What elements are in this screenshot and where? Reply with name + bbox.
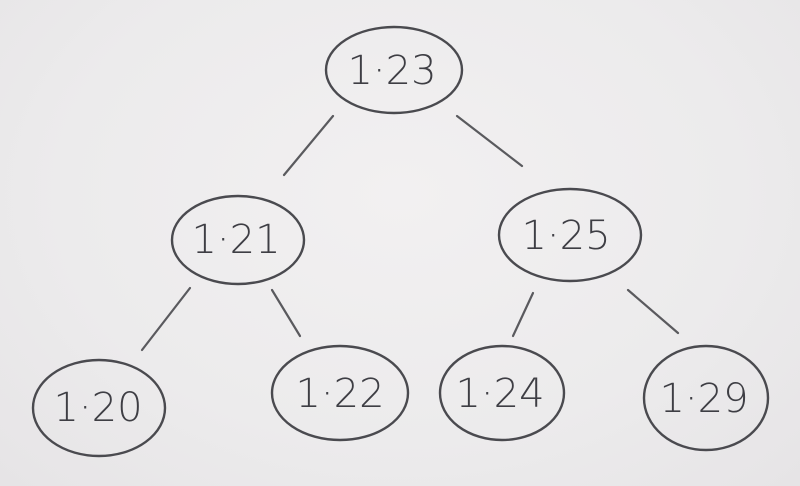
edge-right-right-left xyxy=(511,291,535,338)
tree-node-right-right: 1·29 xyxy=(642,344,770,452)
tree-node-left-left: 1·20 xyxy=(31,358,167,458)
node-label-right: 1·25 xyxy=(521,213,610,259)
edge-root-right xyxy=(455,114,524,168)
node-label-left-right: 1·22 xyxy=(295,371,384,417)
tree-node-root: 1·23 xyxy=(324,25,464,115)
node-ellipse xyxy=(324,25,464,115)
node-ellipse xyxy=(31,358,167,458)
node-label-right-left: 1·24 xyxy=(455,371,544,417)
edges xyxy=(140,114,680,352)
node-label-right-right: 1·29 xyxy=(659,376,748,422)
node-ellipse xyxy=(438,344,566,442)
edge-left-left-right xyxy=(270,288,302,338)
node-label-root: 1·23 xyxy=(347,48,436,94)
tree-node-left-right: 1·22 xyxy=(270,344,410,442)
node-ellipse xyxy=(642,344,770,452)
tree-node-left: 1·21 xyxy=(170,194,306,286)
edge-root-left xyxy=(282,114,335,177)
edge-right-right-right xyxy=(626,288,680,335)
tree-node-right-left: 1·24 xyxy=(438,344,566,442)
node-ellipse xyxy=(170,194,306,286)
node-label-left-left: 1·20 xyxy=(53,385,142,431)
node-label-left: 1·21 xyxy=(191,217,280,263)
node-ellipse xyxy=(497,187,643,283)
tree-node-right: 1·25 xyxy=(497,187,643,283)
edge-left-left-left xyxy=(140,286,192,352)
node-ellipse xyxy=(270,344,410,442)
